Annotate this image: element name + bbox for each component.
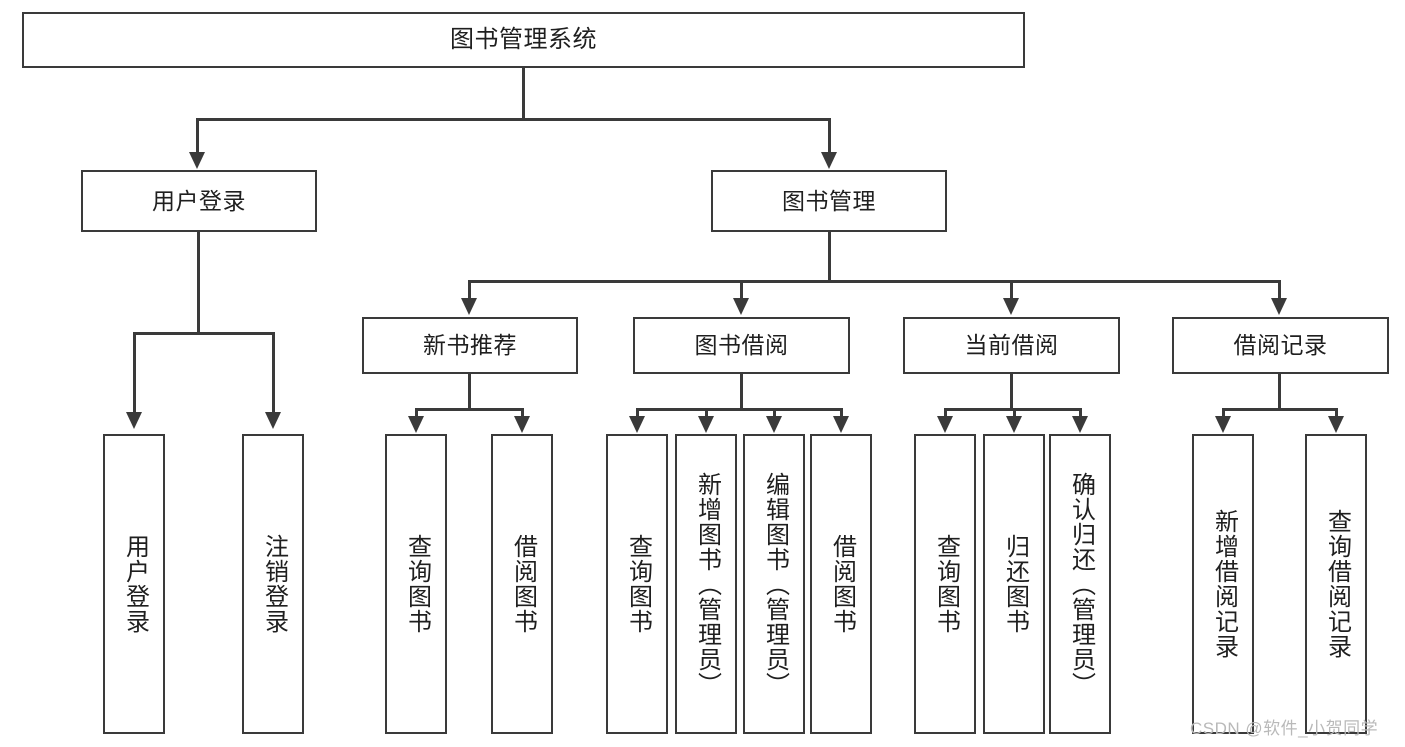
leaf-query-book-3[interactable]: 查询图书 xyxy=(914,434,976,734)
arrowhead-root-to-book-manage xyxy=(821,152,837,169)
arrowhead-to-leaf-query-book-1 xyxy=(408,416,424,433)
node-book-borrow[interactable]: 图书借阅 xyxy=(633,317,850,374)
leaf-borrow-book-2[interactable]: 借阅图书 xyxy=(810,434,872,734)
node-root-system[interactable]: 图书管理系统 xyxy=(22,12,1025,68)
edge-book-borrow-stem xyxy=(740,374,743,410)
edge-root-stem xyxy=(522,68,525,120)
edge-root-to-book-manage xyxy=(828,118,831,154)
edge-to-leaf-borrow-book-1 xyxy=(521,408,524,418)
node-user-login[interactable]: 用户登录 xyxy=(81,170,317,232)
arrowhead-to-leaf-query-record xyxy=(1328,416,1344,433)
edge-to-borrow-record xyxy=(1278,280,1281,300)
arrowhead-to-leaf-edit-book xyxy=(766,416,782,433)
arrowhead-to-leaf-logout xyxy=(265,412,281,429)
leaf-confirm-return-admin[interactable]: 确认归还（管理员） xyxy=(1049,434,1111,734)
node-label: 新增借阅记录 xyxy=(1210,509,1238,659)
arrowhead-root-to-user-login xyxy=(189,152,205,169)
edge-book-manage-stem xyxy=(828,232,831,282)
arrowhead-to-leaf-query-book-2 xyxy=(629,416,645,433)
node-new-book-recommend[interactable]: 新书推荐 xyxy=(362,317,578,374)
leaf-borrow-book-1[interactable]: 借阅图书 xyxy=(491,434,553,734)
edge-to-leaf-confirm-return xyxy=(1079,408,1082,418)
node-current-borrow[interactable]: 当前借阅 xyxy=(903,317,1120,374)
arrowhead-to-current-borrow xyxy=(1003,298,1019,315)
edge-to-new-book-rec xyxy=(468,280,471,300)
leaf-logout[interactable]: 注销登录 xyxy=(242,434,304,734)
leaf-query-borrow-record[interactable]: 查询借阅记录 xyxy=(1305,434,1367,734)
arrowhead-to-leaf-query-book-3 xyxy=(937,416,953,433)
leaf-query-book-2[interactable]: 查询图书 xyxy=(606,434,668,734)
edge-to-leaf-borrow-book-2 xyxy=(840,408,843,418)
edge-to-leaf-add-record xyxy=(1222,408,1225,418)
node-book-manage[interactable]: 图书管理 xyxy=(711,170,947,232)
edge-new-book-rec-bus xyxy=(415,408,524,411)
arrowhead-to-leaf-add-record xyxy=(1215,416,1231,433)
node-label: 图书借阅 xyxy=(694,332,789,359)
node-label: 确认归还（管理员） xyxy=(1067,471,1095,697)
node-label: 用户登录 xyxy=(152,187,246,214)
node-label: 注销登录 xyxy=(260,534,288,634)
node-label: 借阅图书 xyxy=(509,534,537,634)
arrowhead-to-borrow-record xyxy=(1271,298,1287,315)
node-label: 查询图书 xyxy=(403,534,431,634)
arrowhead-to-leaf-user-login xyxy=(126,412,142,429)
edge-user-login-bus xyxy=(133,332,275,335)
edge-user-login-stem xyxy=(197,232,200,334)
edge-root-bus xyxy=(196,118,831,121)
node-label: 查询借阅记录 xyxy=(1323,509,1351,659)
node-label: 新书推荐 xyxy=(423,332,517,359)
edge-user-login-to-leaf-logout xyxy=(272,332,275,414)
arrowhead-to-leaf-confirm-return xyxy=(1072,416,1088,433)
node-label: 归还图书 xyxy=(1001,534,1029,634)
leaf-user-login[interactable]: 用户登录 xyxy=(103,434,165,734)
node-label: 借阅图书 xyxy=(828,534,856,634)
node-label: 图书管理系统 xyxy=(450,26,597,54)
edge-to-leaf-query-book-1 xyxy=(415,408,418,418)
arrowhead-to-book-borrow xyxy=(733,298,749,315)
arrowhead-to-new-book-rec xyxy=(461,298,477,315)
arrowhead-to-leaf-borrow-book-2 xyxy=(833,416,849,433)
edge-root-to-user-login xyxy=(196,118,199,154)
leaf-add-book-admin[interactable]: 新增图书（管理员） xyxy=(675,434,737,734)
edge-new-book-rec-stem xyxy=(468,374,471,410)
arrowhead-to-leaf-borrow-book-1 xyxy=(514,416,530,433)
leaf-add-borrow-record[interactable]: 新增借阅记录 xyxy=(1192,434,1254,734)
leaf-query-book-1[interactable]: 查询图书 xyxy=(385,434,447,734)
edge-to-leaf-return-book xyxy=(1013,408,1016,418)
arrowhead-to-leaf-return-book xyxy=(1006,416,1022,433)
node-label: 编辑图书（管理员） xyxy=(761,471,789,697)
node-label: 借阅记录 xyxy=(1233,332,1328,359)
leaf-return-book[interactable]: 归还图书 xyxy=(983,434,1045,734)
arrowhead-to-leaf-add-book xyxy=(698,416,714,433)
node-label: 当前借阅 xyxy=(964,332,1059,359)
edge-to-leaf-query-book-2 xyxy=(636,408,639,418)
edge-current-borrow-stem xyxy=(1010,374,1013,410)
edge-book-borrow-bus xyxy=(636,408,843,411)
node-label: 查询图书 xyxy=(624,534,652,634)
edge-to-leaf-query-record xyxy=(1335,408,1338,418)
edge-to-leaf-add-book xyxy=(705,408,708,418)
edge-to-leaf-edit-book xyxy=(773,408,776,418)
edge-user-login-to-leaf-login xyxy=(133,332,136,414)
edge-borrow-record-bus xyxy=(1222,408,1338,411)
edge-to-leaf-query-book-3 xyxy=(944,408,947,418)
node-label: 新增图书（管理员） xyxy=(693,471,721,697)
node-borrow-record[interactable]: 借阅记录 xyxy=(1172,317,1389,374)
edge-book-manage-bus xyxy=(468,280,1281,283)
node-label: 查询图书 xyxy=(932,534,960,634)
edge-to-current-borrow xyxy=(1010,280,1013,300)
edge-borrow-record-stem xyxy=(1278,374,1281,410)
node-label: 用户登录 xyxy=(121,534,149,634)
node-label: 图书管理 xyxy=(782,187,876,214)
leaf-edit-book-admin[interactable]: 编辑图书（管理员） xyxy=(743,434,805,734)
edge-to-book-borrow xyxy=(740,280,743,300)
